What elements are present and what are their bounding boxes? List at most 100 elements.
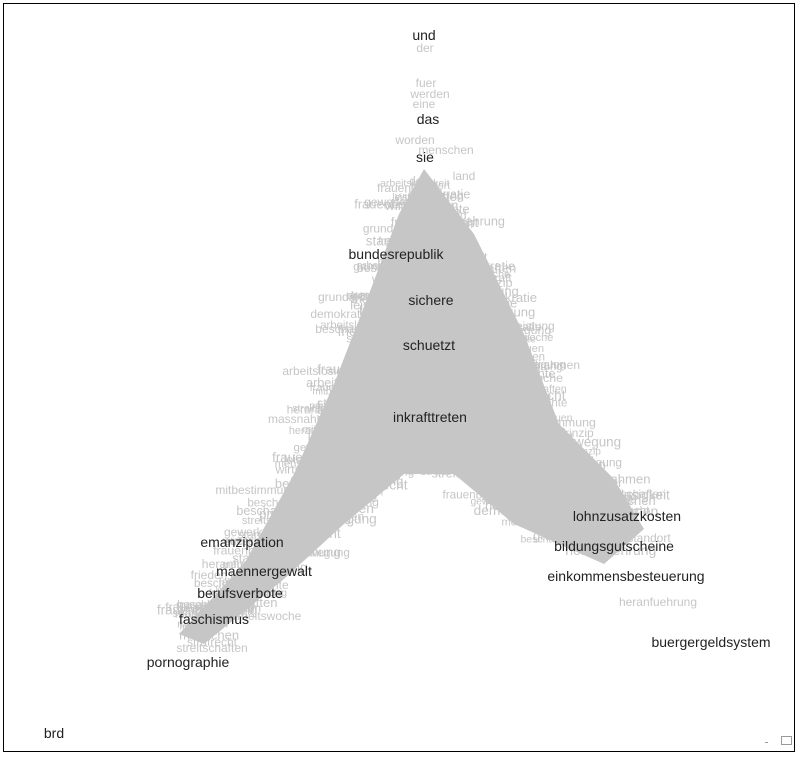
faded-term-texture: grundrechte <box>401 202 470 217</box>
faded-term: wirtschaften <box>601 487 667 501</box>
faded-term-texture: strafrecht <box>284 526 341 541</box>
resize-handle-icon[interactable] <box>781 736 792 745</box>
faded-term: der <box>416 41 434 55</box>
faded-term-texture: land <box>495 417 516 429</box>
faded-term: mitbestimmung <box>215 483 297 497</box>
faded-term-texture: frieden <box>423 205 456 217</box>
faded-term-texture: strafrecht <box>449 330 502 344</box>
faded-term-texture: grundrechte <box>541 490 601 502</box>
faded-term-texture: mitbestimmung <box>527 508 616 523</box>
faded-term-texture: menschen <box>502 516 553 528</box>
faded-term-texture: arbeitslosigkeit <box>580 487 670 502</box>
faded-term-texture: fuer <box>532 488 556 503</box>
faded-term-texture: fuer <box>523 501 545 515</box>
faded-term-texture: demokratie <box>451 258 516 273</box>
faded-term-texture: wirtschaften <box>540 514 595 525</box>
faded-term-texture: frauen <box>439 217 473 231</box>
faded-term-texture: beschaeftigung <box>408 429 479 441</box>
faded-term-texture: frieden <box>338 324 380 339</box>
faded-term-texture: strafrecht <box>314 502 359 514</box>
faded-term-texture: kraft <box>235 578 259 592</box>
faded-term-texture: wirtschaften <box>388 424 457 438</box>
faded-term-texture: beschaeftigung <box>446 304 535 319</box>
faded-term-texture: worden <box>224 574 260 586</box>
faded-term-texture: mitbestimmung <box>558 493 632 505</box>
faded-term-texture: streitschaften <box>292 403 354 414</box>
faded-term-texture: rechte <box>539 463 569 475</box>
faded-term-texture: grundrechte <box>581 521 637 533</box>
faded-term-texture: der <box>356 356 376 371</box>
faded-term-texture: strafrecht <box>396 244 454 260</box>
faded-term: beschaeftigung <box>315 322 397 336</box>
faded-term-texture: land <box>360 402 382 415</box>
faded-term-texture: eine <box>600 544 621 556</box>
faded-term-texture: prinzip <box>309 401 340 412</box>
faded-term-texture: rechte <box>276 525 313 540</box>
faded-term-texture: mitbestimmung <box>417 378 485 389</box>
faded-term-texture: grundrechte <box>353 259 418 273</box>
faded-term-texture: standort <box>232 550 279 565</box>
faded-term-texture: prinzip <box>392 339 426 351</box>
faded-term-texture: heranfuehrung <box>422 215 505 229</box>
faded-term-texture: strafrecht <box>277 509 331 524</box>
faded-term-texture: rechte <box>404 405 443 420</box>
faded-term-texture: arbeitswoche <box>490 371 563 385</box>
faded-term-texture: eine <box>543 510 567 525</box>
faded-term-texture: gewerkschaften <box>368 353 438 364</box>
faded-term: demokratie <box>310 307 370 321</box>
faded-term-texture: prinzip <box>475 276 512 290</box>
faded-term-texture: heranfuehrung <box>377 256 449 268</box>
faded-term-texture: menschen <box>377 372 424 383</box>
faded-term-texture: heranfuehrung <box>426 449 505 463</box>
faded-term-texture: grundrechte <box>385 436 455 451</box>
faded-term-texture: fuer <box>353 445 373 458</box>
faded-term-texture: demokratie <box>408 188 470 202</box>
faded-term-texture: frauen <box>354 418 390 432</box>
faded-term-texture: fuer <box>318 444 341 459</box>
term-emanzipation: emanzipation <box>200 534 284 550</box>
faded-term-texture: mitbestimmung <box>527 499 602 511</box>
faded-term: streitschaften <box>176 641 248 655</box>
faded-term-texture: mitbestimmung <box>410 312 501 327</box>
faded-term-texture: strafrecht <box>523 493 571 505</box>
faded-term-texture: demokratie <box>290 474 342 486</box>
faded-term-texture: streitschaften <box>420 465 490 478</box>
faded-term-texture: land <box>411 180 437 195</box>
faded-term-texture: frieden <box>383 286 419 300</box>
faded-term-texture: heranfuehrung <box>319 474 404 489</box>
faded-term-texture: fuer <box>433 214 451 225</box>
faded-term-texture: worden <box>413 314 452 327</box>
faded-term-texture: menschen <box>426 239 473 250</box>
faded-term-texture: strafrecht <box>502 483 545 494</box>
faded-term-texture: der <box>364 371 381 383</box>
faded-term: leistung <box>513 319 555 333</box>
faded-term-texture: menschen <box>177 619 228 631</box>
faded-term-texture: streitschaften <box>527 457 606 472</box>
faded-term-texture: worden <box>410 313 444 324</box>
faded-term-texture: beschaeftigung <box>357 261 441 275</box>
faded-term-texture: worden <box>327 500 374 516</box>
faded-term-texture: arbeitslosigkeit <box>496 480 563 491</box>
faded-term-texture: heranfuehrung <box>534 492 602 503</box>
faded-term-texture: arbeitswoche <box>437 316 515 331</box>
faded-term-texture: standort <box>408 410 458 426</box>
faded-term-texture: wirtschaften <box>274 462 341 476</box>
faded-term-texture: eine <box>404 463 423 474</box>
faded-term-texture: standort <box>237 528 282 542</box>
faded-term-texture: heranfuehrung <box>403 378 473 390</box>
faded-term-texture: beschaeftigung <box>424 416 511 431</box>
faded-term-texture: arbeitswoche <box>467 453 542 468</box>
faded-term-texture: arbeitswoche <box>386 237 460 251</box>
faded-term-texture: mitbestimmung <box>303 425 373 436</box>
faded-term-texture: fuer <box>339 436 357 447</box>
faded-term-texture: standort <box>474 391 523 406</box>
faded-term-texture: werden <box>468 454 513 469</box>
faded-term-texture: heranfuehrung <box>524 492 594 504</box>
faded-term-texture: werden <box>383 402 418 413</box>
faded-term: massnahmen <box>507 358 581 372</box>
faded-term-texture: rechte <box>600 512 632 525</box>
faded-term-texture: leistung <box>555 529 593 541</box>
faded-term-texture: frauenbewegung <box>442 489 529 502</box>
faded-term-texture: strafrecht <box>601 505 650 518</box>
